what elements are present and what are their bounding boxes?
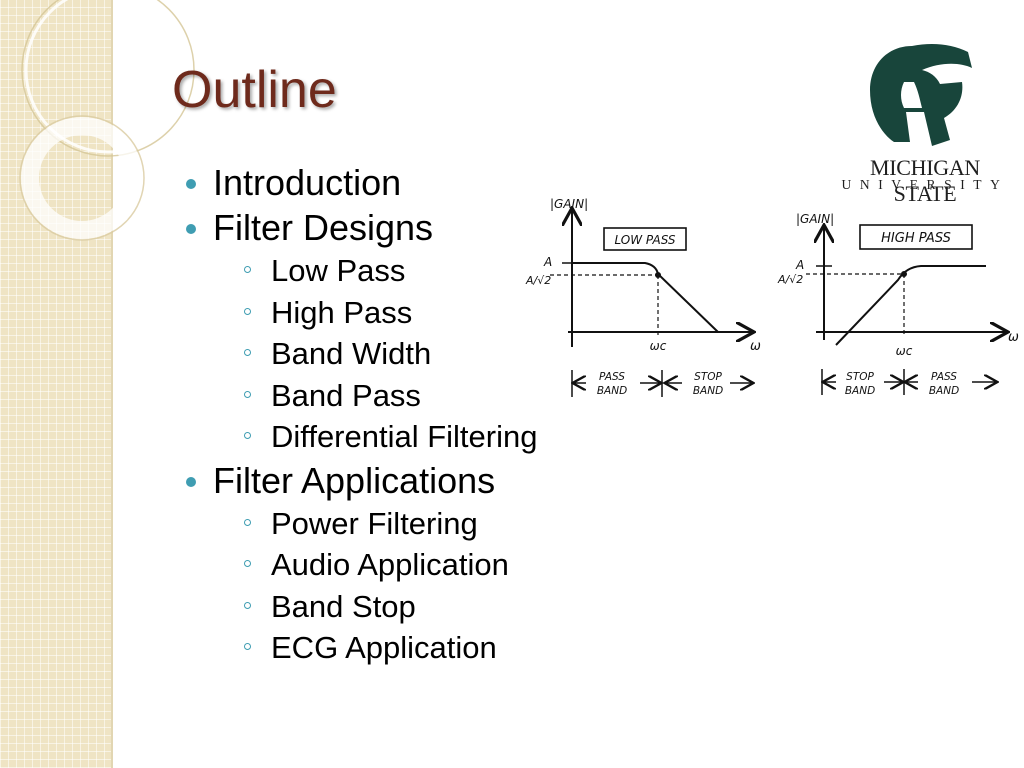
outline-item-filter-designs: Filter Designs Low Pass High Pass Band W… — [186, 205, 537, 458]
outline-item-label: Filter Designs — [213, 207, 434, 248]
outline-subitem: Band Stop — [213, 586, 537, 628]
low-pass-diagram: LOW PASS |GAIN| A A/√2 ωc ω PASS BAND ST… — [525, 197, 761, 397]
left-band-label-1: PASS — [599, 371, 625, 383]
outline-subitem: Audio Application — [213, 544, 537, 586]
outline-item-label: Introduction — [213, 162, 402, 203]
outline-subitem: Low Pass — [213, 250, 537, 292]
spartan-helmet-icon — [870, 44, 972, 146]
outline-subitem: Power Filtering — [213, 503, 537, 545]
right-band-label-2: BAND — [929, 385, 959, 397]
level-label: A — [795, 258, 804, 272]
outline-subitem-label: Audio Application — [271, 547, 509, 582]
logo-line1: MICHIGAN STATE — [869, 155, 981, 206]
response-curve — [835, 265, 986, 346]
cutoff-level-label: A/√2 — [777, 273, 803, 286]
y-axis-label: |GAIN| — [550, 197, 588, 211]
cutoff-label: ωc — [650, 339, 667, 353]
outline-item-label: Filter Applications — [213, 459, 496, 501]
outline-subitem: Band Width — [213, 333, 537, 375]
msu-logo: MICHIGAN STATE UNIVERSITY — [840, 38, 1010, 206]
outline-item-introduction: Introduction — [186, 160, 537, 205]
logo-line2: UNIVERSITY — [841, 177, 1009, 192]
right-band-label-1: STOP — [694, 371, 722, 383]
outline-subitem-label: Band Stop — [271, 588, 416, 624]
right-band-label-1: PASS — [931, 371, 957, 383]
outline-sublist: Power Filtering Audio Application Band S… — [213, 503, 537, 669]
x-axis-label: ω — [750, 339, 761, 354]
outline-subitem: High Pass — [213, 292, 537, 334]
cutoff-level-label: A/√2 — [525, 274, 551, 287]
title-box — [603, 227, 687, 251]
outline-subitem-label: Low Pass — [271, 253, 406, 288]
outline-subitem: Differential Filtering — [213, 416, 537, 458]
outline-subitem-label: Band Width — [271, 336, 432, 371]
outline-subitem-label: Differential Filtering — [271, 419, 538, 454]
outline-subitem: ECG Application — [213, 627, 537, 669]
cutoff-point — [901, 271, 907, 277]
outline-subitem-label: Power Filtering — [271, 505, 478, 541]
level-label: A — [543, 255, 552, 269]
right-band-label-2: BAND — [693, 385, 723, 397]
outline-item-filter-applications: Filter Applications Power Filtering Audi… — [186, 458, 537, 669]
high-pass-diagram: HIGH PASS |GAIN| A A/√2 ωc ω STOP BAND P… — [777, 212, 1019, 397]
diagram-title: HIGH PASS — [881, 231, 951, 246]
decorative-rings — [19, 0, 195, 241]
outline-subitem: Band Pass — [213, 375, 537, 417]
cutoff-point — [655, 272, 661, 278]
title-box — [859, 224, 973, 250]
cutoff-label: ωc — [896, 344, 913, 358]
left-band-label-2: BAND — [597, 385, 627, 397]
y-axis-label: |GAIN| — [796, 212, 834, 226]
outline-subitem-label: ECG Application — [271, 630, 497, 665]
left-band-label-2: BAND — [845, 385, 875, 397]
outline-subitem-label: Band Pass — [271, 377, 421, 413]
left-band-label-1: STOP — [846, 371, 874, 383]
x-axis-label: ω — [1008, 330, 1019, 345]
outline-sublist: Low Pass High Pass Band Width Band Pass … — [213, 250, 537, 458]
diagram-title: LOW PASS — [614, 233, 675, 247]
slide-title: Outline — [172, 61, 337, 119]
response-curve — [572, 262, 719, 333]
outline-subitem-label: High Pass — [271, 294, 413, 330]
outline-list: Introduction Filter Designs Low Pass Hig… — [186, 160, 537, 669]
